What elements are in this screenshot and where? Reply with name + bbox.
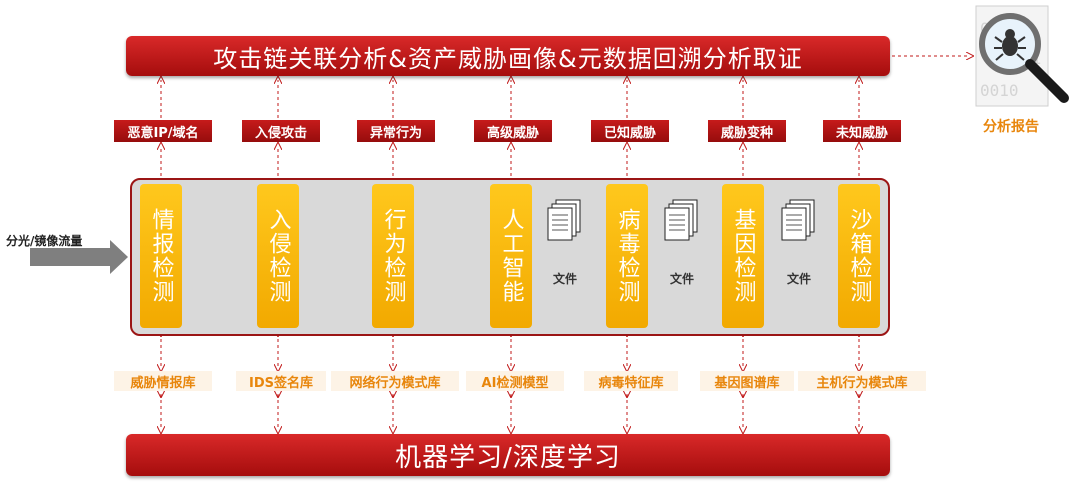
library-label: 网络行为模式库 [331,371,459,391]
file-label: 文件 [553,272,578,286]
svg-text:0010: 0010 [980,81,1019,100]
engine-box: 入侵检测 [257,184,299,328]
top-banner: 攻击链关联分析&资产威胁画像&元数据回溯分析取证 [126,36,890,76]
threat-label: 异常行为 [357,120,435,142]
library-label: IDS签名库 [236,371,326,391]
engine-box: 基因检测 [722,184,764,328]
engine-box: 沙箱检测 [838,184,880,328]
document-stack-icon [547,199,581,241]
library-label: 主机行为模式库 [798,371,926,391]
bottom-banner: 机器学习/深度学习 [126,434,890,476]
document-stack-icon [781,199,815,241]
library-label: 威胁情报库 [114,371,212,391]
library-label: AI检测模型 [466,371,564,391]
engine-box: 人工智能 [490,184,532,328]
report-label: 分析报告 [983,119,1039,135]
input-label: 分光/镜像流量 [6,234,83,248]
threat-label: 威胁变种 [708,120,786,142]
threat-label: 高级威胁 [474,120,552,142]
engine-box: 情报检测 [140,184,182,328]
engine-box: 行为检测 [372,184,414,328]
document-stack-icon [664,199,698,241]
file-label: 文件 [787,272,812,286]
threat-label: 恶意IP/域名 [114,120,212,142]
file-label: 文件 [670,272,695,286]
engine-box: 病毒检测 [606,184,648,328]
magnifier-bug-icon: 01010010 [975,5,1069,107]
library-label: 病毒特征库 [584,371,678,391]
threat-label: 已知威胁 [591,120,669,142]
library-label: 基因图谱库 [700,371,794,391]
flow-arrow-icon [30,240,128,274]
threat-label: 未知威胁 [823,120,901,142]
threat-label: 入侵攻击 [242,120,320,142]
